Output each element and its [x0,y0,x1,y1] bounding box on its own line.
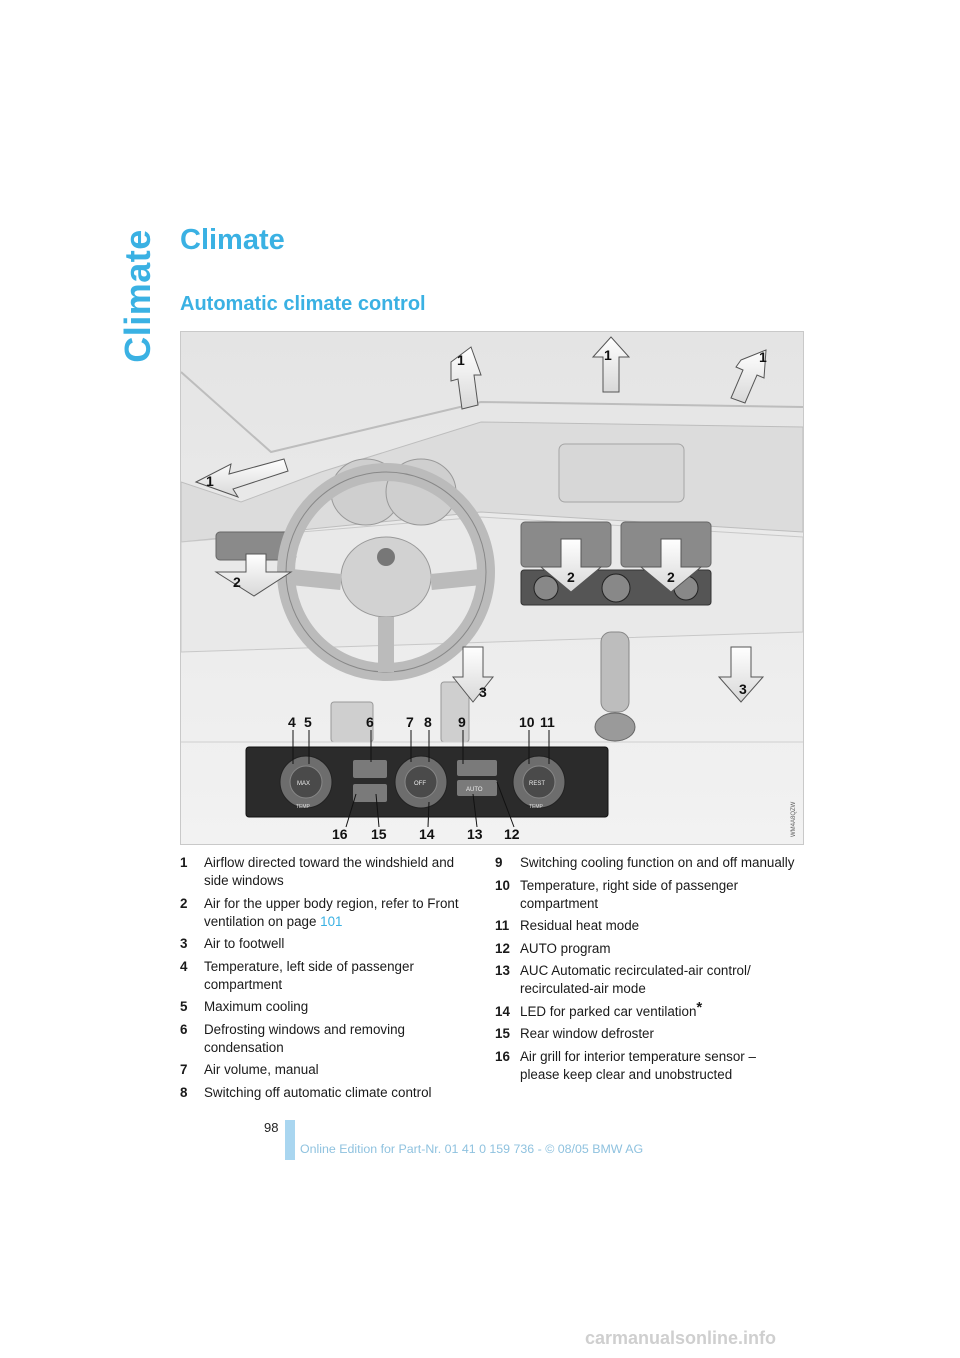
legend-number: 14 [495,1003,510,1019]
off-label: OFF [414,781,426,787]
callout-4: 4 [288,714,296,730]
page-title: Climate [180,224,285,256]
legend-item: 11 Residual heat mode [495,917,795,935]
callout-12: 12 [504,826,520,842]
legend-item: 3 Air to footwell [180,935,480,953]
callout-6: 6 [366,714,374,730]
legend-text: Switching off automatic climate control [204,1084,432,1100]
image-code: WM4A8QZW [791,801,797,837]
max-label: MAX [297,781,310,787]
legend-number: 12 [495,940,510,956]
callout-13: 13 [467,826,483,842]
callout-2a: 2 [233,574,241,590]
auto-label: AUTO [466,787,483,793]
arrow-1-icon [194,336,767,498]
legend-text-with-star: LED for parked car ventilation* [520,1000,795,1021]
arrow-2-icon [214,538,703,597]
legend-text: Switching cooling function on and off ma… [520,855,795,870]
callout-7: 7 [406,714,414,730]
callout-10: 10 [519,714,535,730]
legend-text: Air to footwell [204,936,285,951]
arrow-3-icon [451,646,765,703]
legend-text: Airflow directed toward the windshield a… [204,855,455,888]
legend-number: 13 [495,963,510,978]
footer-bar [285,1120,295,1160]
legend-number: 6 [180,1021,188,1037]
watermark: carmanualsonline.info [585,1328,777,1348]
legend-right: 9 Switching cooling function on and off m… [495,854,795,1088]
legend-text: Air grill for interior temperature senso… [520,1048,756,1082]
temp-label-left: TEMP [296,804,311,810]
callout-14: 14 [419,826,435,842]
page-link[interactable]: 101 [320,913,343,929]
callout-3a: 3 [479,684,487,700]
legend-text: Air for the upper body region, refer to … [204,895,459,929]
legend-number: 8 [180,1084,188,1100]
legend-number: 16 [495,1048,510,1064]
legend-text: Maximum cooling [204,999,309,1014]
callout-11: 11 [540,714,555,730]
legend-item: 4 Temperature, left side of passenger com… [180,958,480,994]
option-star-icon: * [696,998,703,1016]
legend-number: 11 [495,918,510,933]
legend-text: Rear window defroster [520,1026,654,1041]
callout-2c: 2 [667,569,675,585]
legend-text: Air volume, manual [204,1062,319,1077]
legend-item: 14 LED for parked car ventilation* [495,1000,795,1021]
legend-number: 2 [180,895,188,911]
legend-number: 3 [180,936,188,951]
callout-1a: 1 [457,352,465,368]
legend-item: 13 AUC Automatic recirculated-air control… [495,962,795,998]
legend-left: 1 Airflow directed toward the windshield … [180,854,480,1106]
legend-text: Defrosting windows and removing condensa… [204,1021,405,1055]
legend-number: 4 [180,958,188,974]
legend-text: Residual heat mode [520,918,640,933]
legend-item: 16 Air grill for interior temperature sen… [495,1048,795,1084]
callout-1d: 1 [206,473,214,489]
callout-16: 16 [332,826,348,842]
dashboard-illustration: 1 1 1 1 2 2 2 3 3 [181,332,803,844]
legend-item: 12 AUTO program [495,940,795,958]
side-tab-label: Climate [117,229,159,363]
legend-item: 2 Air for the upper body region, refer to… [180,895,480,931]
callout-2b: 2 [567,569,575,585]
callout-3b: 3 [739,681,747,697]
callout-9: 9 [458,714,466,730]
temp-label-right: TEMP [529,804,544,810]
section-title: Automatic climate control [180,293,426,315]
callout-1b: 1 [604,347,612,363]
legend-item: 6 Defrosting windows and removing condens… [180,1021,480,1057]
dashboard-figure: 1 1 1 1 2 2 2 3 3 [180,331,804,845]
page-number: 98 [264,1120,279,1135]
climate-panel: MAX OFF REST AUTO TEMP TEMP [245,714,609,842]
legend-item: 1 Airflow directed toward the windshield … [180,854,480,890]
legend-number: 9 [495,855,503,870]
legend-item: 5 Maximum cooling [180,998,480,1016]
legend-number: 1 [180,855,188,870]
legend-number: 15 [495,1026,510,1041]
footer-text: Online Edition for Part-Nr. 01 41 0 159 … [300,1142,644,1156]
legend-number: 7 [180,1062,188,1077]
side-tab: Climate [117,226,159,366]
legend-item: 15 Rear window defroster [495,1025,795,1043]
callout-5: 5 [304,714,312,730]
legend-item: 9 Switching cooling function on and off m… [495,854,795,872]
legend-text: LED for parked car ventilation [520,1003,697,1019]
legend-text: Temperature, right side of passenger com… [520,877,739,911]
legend-number: 10 [495,877,510,893]
legend-item: 7 Air volume, manual [180,1061,480,1079]
legend-number: 5 [180,999,188,1014]
legend-item: 8 Switching off automatic climate control [180,1084,480,1102]
rest-label: REST [529,781,545,787]
callout-15: 15 [371,826,387,842]
callout-8: 8 [424,714,432,730]
callout-1c: 1 [759,349,767,365]
legend-text: AUC Automatic recirculated-air control/ … [520,963,751,996]
legend-item: 10 Temperature, right side of passenger c… [495,877,795,913]
legend-text-with-link: Air for the upper body region, refer to … [204,895,480,931]
legend-text: Temperature, left side of passenger comp… [204,958,414,992]
legend-text: AUTO program [520,940,611,956]
